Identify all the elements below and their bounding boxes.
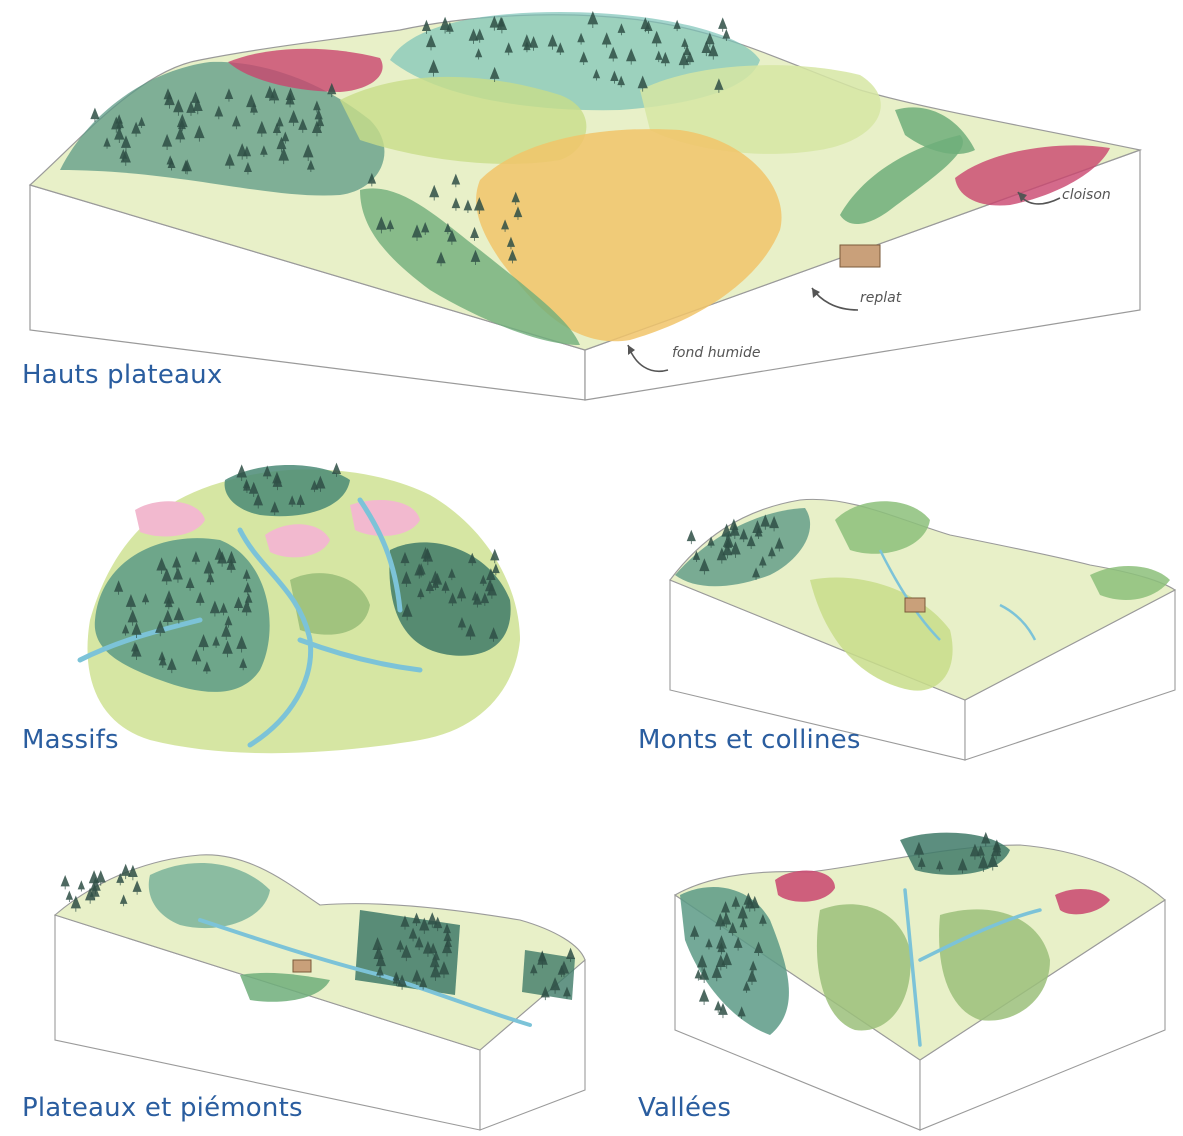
panel-hauts-plateaux: cloison replat fond humide Hauts plateau…	[0, 0, 1183, 410]
block-diagram-vallees	[620, 800, 1183, 1136]
panel-title: Vallées	[638, 1093, 731, 1123]
annotation-cloison: cloison	[1062, 187, 1111, 203]
farm-building	[840, 245, 880, 267]
annotation-replat: replat	[860, 290, 901, 306]
panel-plateaux-piemonts: Plateaux et piémonts	[0, 800, 600, 1136]
annotation-fond-humide: fond humide	[672, 345, 760, 361]
panel-vallees: Vallées	[620, 800, 1183, 1136]
farm-building	[905, 598, 925, 612]
farm-building	[293, 960, 311, 972]
panel-monts-collines: Monts et collines	[620, 440, 1183, 770]
panel-massifs: Massifs	[0, 440, 560, 770]
tree-icon	[719, 18, 727, 31]
block-diagram-hauts-plateaux	[0, 0, 1183, 410]
tree-icon	[78, 881, 84, 891]
tree-icon	[61, 876, 69, 889]
panel-title: Hauts plateaux	[22, 360, 222, 390]
block-diagram-monts-collines	[620, 440, 1183, 770]
block-diagram-massifs	[0, 440, 560, 770]
block-diagram-plateaux-piemonts	[0, 800, 600, 1136]
tree-icon	[66, 892, 72, 902]
panel-title: Massifs	[22, 725, 119, 755]
panel-title: Plateaux et piémonts	[22, 1093, 303, 1123]
panel-title: Monts et collines	[638, 725, 861, 755]
tree-icon	[687, 531, 695, 544]
